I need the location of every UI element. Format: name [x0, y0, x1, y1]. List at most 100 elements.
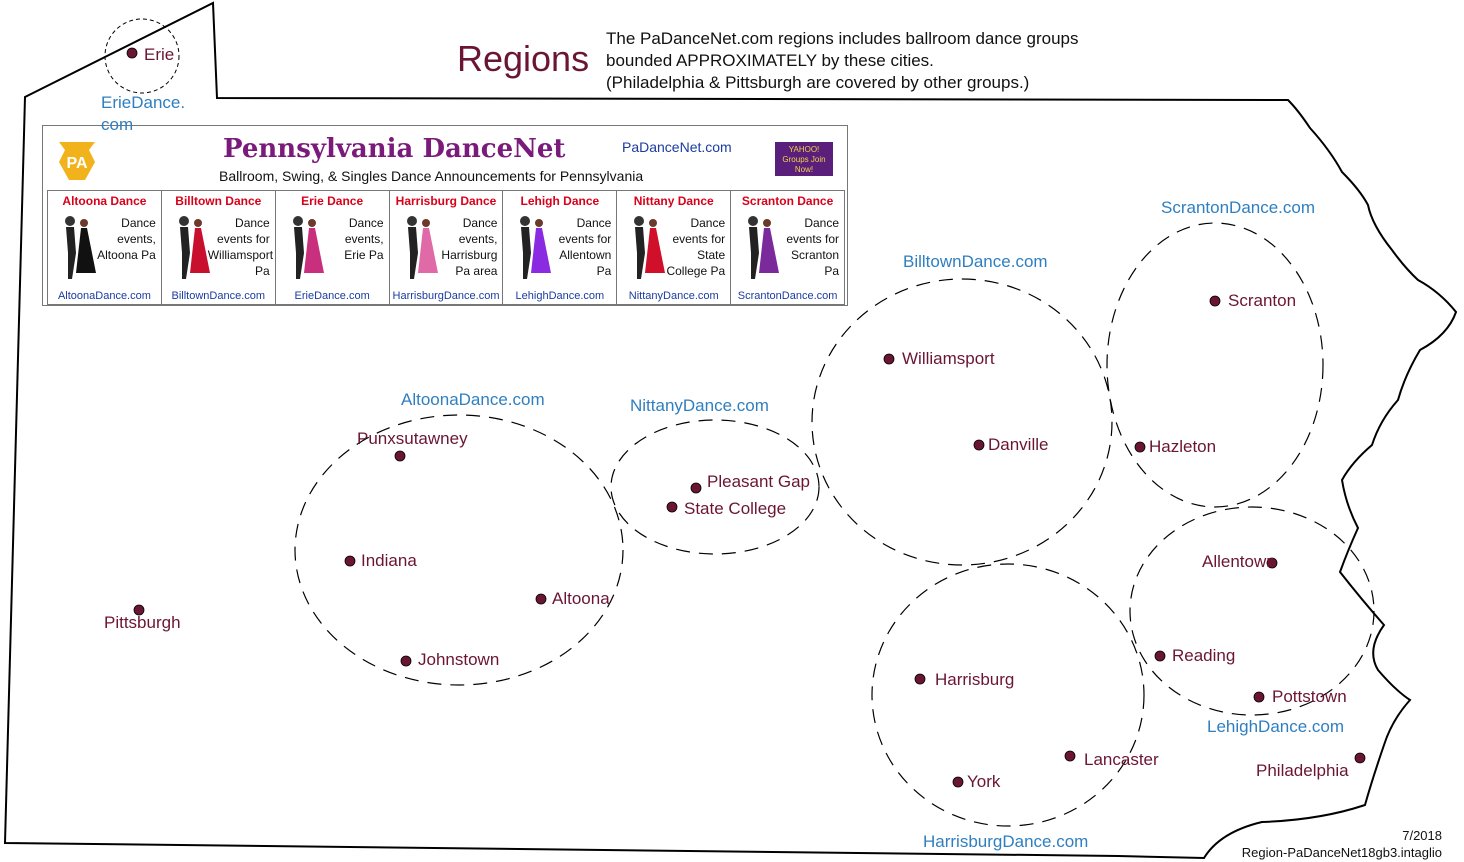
- dancers-icon: [520, 216, 552, 279]
- region-circle-nittany: [610, 419, 820, 555]
- dancers-icon: [292, 216, 324, 279]
- region-circle-billtown: [811, 278, 1113, 566]
- dancers-icon: [634, 216, 666, 279]
- banner-site-link[interactable]: PaDanceNet.com: [622, 139, 732, 155]
- tile-site-link[interactable]: ScrantonDance.com: [737, 290, 838, 302]
- city-label-harrisburg: Harrisburg: [935, 670, 1015, 689]
- region-circle-altoona: [294, 414, 624, 686]
- tile-description: Dance events, Harrisburg Pa area: [441, 216, 498, 278]
- tile-site-link[interactable]: NittanyDance.com: [628, 290, 719, 302]
- city-dot-altoona: [535, 593, 547, 605]
- yahoo-groups-badge[interactable]: YAHOO! Groups Join Now!: [775, 142, 833, 176]
- footer-file: Region-PaDanceNet18gb3.intaglio: [1241, 845, 1442, 860]
- description-line-1: The PaDanceNet.com regions includes ball…: [606, 29, 1079, 48]
- tile-description: Dance events for Williamsport Pa: [207, 216, 274, 278]
- description: The PaDanceNet.com regions includes ball…: [606, 28, 1078, 94]
- tile-site-link[interactable]: AltoonaDance.com: [57, 290, 151, 302]
- tile-name: Erie Dance: [301, 194, 364, 208]
- dancers-icon: [178, 216, 210, 279]
- tile-description: Dance events for State College Pa: [666, 216, 726, 278]
- city-label-johnstown: Johnstown: [418, 650, 500, 669]
- city-dot-reading: [1154, 650, 1166, 662]
- footer: 7/2018 Region-PaDanceNet18gb3.intaglio: [1242, 827, 1442, 861]
- description-line-2: bounded APPROXIMATELY by these cities.: [606, 51, 934, 70]
- region-circle-harrisburg: [871, 563, 1145, 827]
- city-dot-williamsport: [883, 353, 895, 365]
- dancers-icon: [748, 216, 780, 279]
- dancenet-banner[interactable]: PA Pennsylvania DanceNet Ballroom, Swing…: [42, 125, 848, 306]
- city-dot-york: [952, 776, 964, 788]
- city-label-williamsport: Williamsport: [902, 349, 995, 368]
- city-label-punxsutawney: Punxsutawney: [357, 429, 468, 448]
- city-label-pleasant-gap: Pleasant Gap: [707, 472, 811, 491]
- dancers-icon: [65, 216, 96, 279]
- tile-description: Dance events for Allentown Pa: [558, 216, 612, 278]
- city-label-state-college: State College: [684, 499, 787, 518]
- city-label-altoona: Altoona: [552, 589, 610, 608]
- tile-name: Lehigh Dance: [520, 194, 600, 208]
- tile-site-link[interactable]: ErieDance.com: [294, 290, 370, 302]
- tile-name: Scranton Dance: [741, 194, 834, 208]
- city-dot-harrisburg: [914, 673, 926, 685]
- svg-text:PA: PA: [66, 155, 87, 172]
- city-label-lancaster: Lancaster: [1084, 750, 1159, 769]
- city-dot-erie: [126, 47, 138, 59]
- city-dot-allentown: [1266, 557, 1278, 569]
- region-circle-erie: [104, 18, 180, 94]
- footer-date: 7/2018: [1402, 828, 1442, 843]
- city-dot-danville: [973, 439, 985, 451]
- state-outline: [3, 1, 1458, 860]
- dancers-icon: [406, 216, 438, 279]
- tile-site-link[interactable]: BilltownDance.com: [171, 290, 266, 302]
- tile-description: Dance events, Altoona Pa: [97, 216, 156, 262]
- city-dot-pottstown: [1253, 691, 1265, 703]
- city-label-philadelphia: Philadelphia: [1256, 761, 1349, 780]
- tile-site-link[interactable]: LehighDance.com: [515, 290, 605, 302]
- city-label-york: York: [967, 772, 1001, 791]
- region-label-billtown[interactable]: BilltownDance.com: [903, 252, 1048, 271]
- tile-name: Billtown Dance: [175, 194, 262, 208]
- city-label-danville: Danville: [988, 435, 1049, 454]
- region-circle-scranton: [1106, 222, 1324, 508]
- city-dot-hazleton: [1134, 441, 1146, 453]
- region-label-nittany[interactable]: NittanyDance.com: [630, 396, 769, 415]
- city-label-scranton: Scranton: [1228, 291, 1297, 310]
- description-line-3: (Philadelphia & Pittsburgh are covered b…: [606, 73, 1030, 92]
- city-dot-johnstown: [400, 655, 412, 667]
- tile-description: Dance events, Erie Pa: [344, 216, 384, 262]
- city-label-indiana: Indiana: [361, 551, 417, 570]
- city-dot-pleasant-gap: [690, 482, 702, 494]
- city-label-hazleton: Hazleton: [1149, 437, 1217, 456]
- tile-description: Dance events for Scranton Pa: [786, 216, 840, 278]
- city-dot-indiana: [344, 555, 356, 567]
- region-label-harrisburg[interactable]: HarrisburgDance.com: [923, 832, 1089, 851]
- tile-site-link[interactable]: HarrisburgDance.com: [392, 290, 500, 302]
- region-label-altoona[interactable]: AltoonaDance.com: [401, 390, 545, 409]
- city-label-reading: Reading: [1172, 646, 1236, 665]
- tile-name: Harrisburg Dance: [395, 194, 497, 208]
- banner-subtitle: Ballroom, Swing, & Singles Dance Announc…: [219, 168, 644, 184]
- city-label-allentown: Allentown: [1202, 552, 1276, 571]
- tile-name: Altoona Dance: [62, 194, 147, 208]
- region-label-erie[interactable]: ErieDance. com: [101, 93, 186, 134]
- city-dot-lancaster: [1064, 750, 1076, 762]
- pa-keystone-logo: PA: [59, 142, 95, 180]
- banner-title: Pennsylvania DanceNet: [223, 134, 566, 164]
- city-label-pottstown: Pottstown: [1272, 687, 1347, 706]
- tile-name: Nittany Dance: [633, 194, 714, 208]
- city-dot-punxsutawney: [394, 450, 406, 462]
- city-dot-state-college: [666, 501, 678, 513]
- city-dot-pittsburgh: [133, 604, 145, 616]
- city-dot-scranton: [1209, 295, 1221, 307]
- region-label-lehigh[interactable]: LehighDance.com: [1207, 717, 1345, 736]
- region-label-scranton[interactable]: ScrantonDance.com: [1161, 198, 1316, 217]
